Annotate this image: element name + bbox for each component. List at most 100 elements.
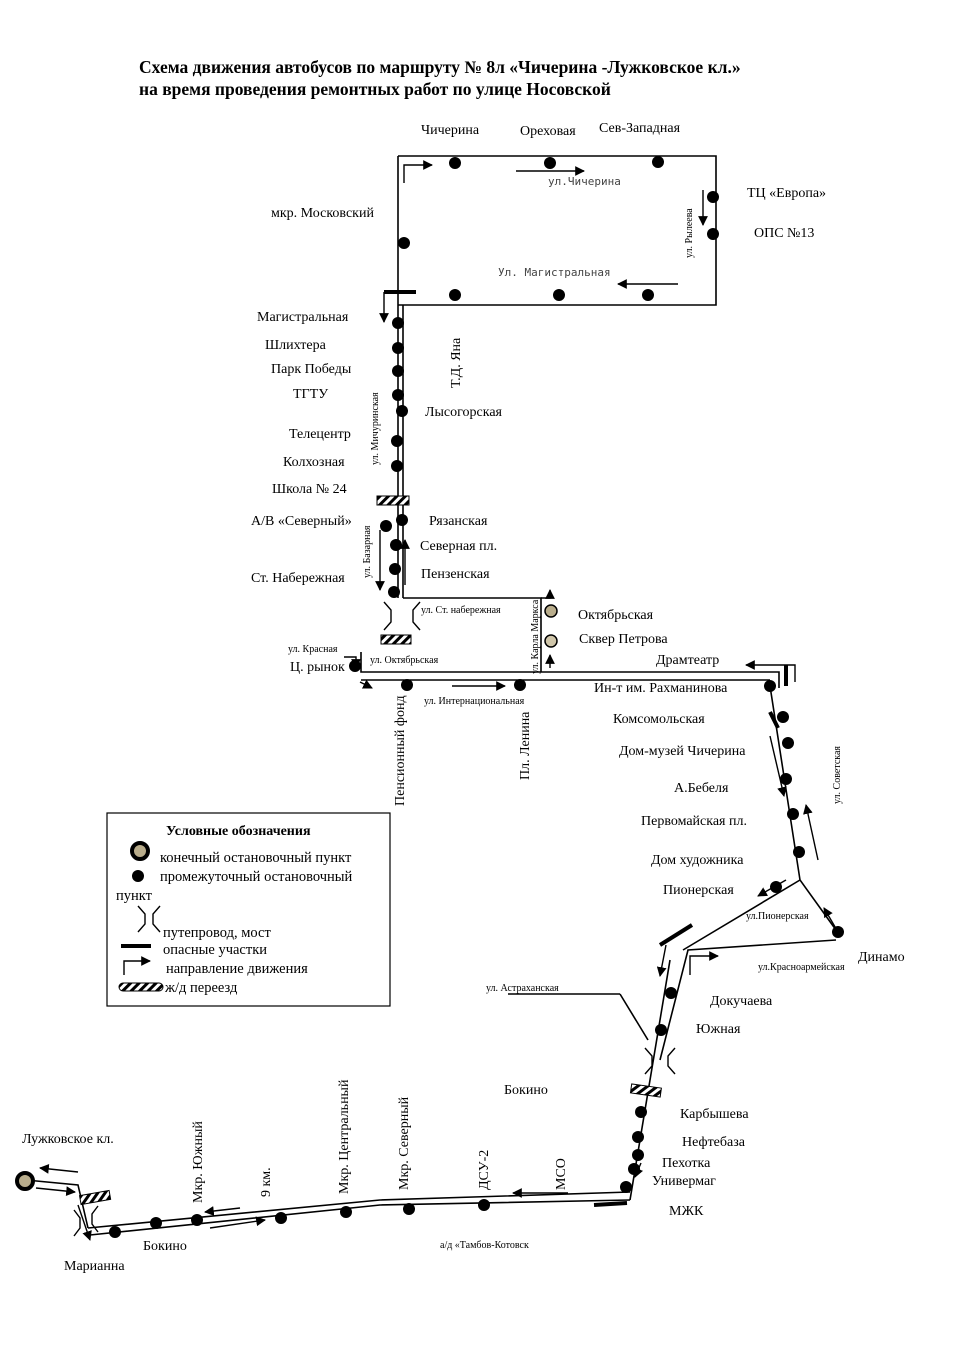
stop-dot-severnaya-pl	[390, 539, 402, 551]
railway-crossing-marianna	[78, 1189, 112, 1206]
stop-dot-a-bebelya	[780, 773, 792, 785]
arrow-dramteatr	[745, 660, 796, 682]
stop-dot-9km	[275, 1212, 287, 1224]
stop-label-dokuchaeva: Докучаева	[710, 994, 773, 1009]
street-labels: ул.Чичерина Ул. Магистральная ул. Рылеев…	[288, 175, 845, 1251]
stop-dot-univermag	[628, 1163, 640, 1175]
stop-label-magistralnaya: Магистральная	[257, 310, 349, 325]
legend-intermediate-text-1: промежуточный остановочный	[160, 869, 352, 885]
stop-dot-lysogorskaya	[396, 405, 408, 417]
railway-crossing-shkola	[376, 495, 410, 506]
stop-dot-sev-zapadnaya	[652, 156, 664, 168]
stop-dot-marianna	[109, 1226, 121, 1238]
bridges	[73, 601, 676, 1237]
stop-label-marianna: Марианна	[64, 1259, 125, 1274]
arrow-marianna	[77, 1204, 92, 1241]
terminal-luzhkovskoe	[15, 1171, 35, 1191]
stop-label-skver-petrova: Сквер Петрова	[579, 632, 668, 647]
stop-dot-dinamo	[832, 926, 844, 938]
legend-stop-icon	[132, 870, 144, 882]
street-label-magistralnaya: Ул. Магистральная	[498, 266, 611, 279]
stop-label-pionerskaya: Пионерская	[663, 883, 734, 898]
stop-label-pekhotka: Пехотка	[662, 1156, 711, 1171]
stop-label-dinamo: Динамо	[858, 950, 905, 965]
stop-label-mzhk: МЖК	[669, 1204, 704, 1219]
stop-dot-komsomolskaya	[777, 711, 789, 723]
stop-label-chicherina: Чичерина	[421, 123, 480, 138]
stop-label-oktyabrskaya: Октябрьская	[578, 608, 654, 623]
stop-label-shkola24: Школа № 24	[272, 482, 347, 497]
bridge-astrakhanskaya	[644, 1047, 676, 1075]
stop-dot-pionerskaya	[770, 881, 782, 893]
stop-label-st-naberezhnaya: Ст. Набережная	[251, 571, 345, 586]
stop-label-ops13: ОПС №13	[754, 226, 814, 241]
terminal-oktyabrskaya	[544, 604, 558, 618]
stop-dot-mzhk	[620, 1181, 632, 1193]
danger-pionerskaya	[658, 923, 694, 947]
stop-dot-magistralnaya-3	[642, 289, 654, 301]
stop-dot-dom-muzei	[782, 737, 794, 749]
stop-label-shlikhtera: Шлихтера	[265, 338, 327, 353]
stop-label-dsu2: ДСУ-2	[477, 1150, 492, 1190]
stop-dot-orekhovaya	[544, 157, 556, 169]
stop-label-pervomaiskaya: Первомайская пл.	[641, 814, 747, 829]
street-label-michurinskaya: ул. Мичуринская	[370, 392, 381, 465]
terminal-stops	[15, 604, 558, 1191]
route-krasnoarmeiskaya	[659, 939, 837, 1061]
stop-label-av-severny: А/В «Северный»	[251, 514, 352, 529]
arrow-oktyabrskaya	[359, 679, 373, 689]
street-label-astrakhanskaya: ул. Астраханская	[486, 983, 559, 994]
stop-label-tc-evropa: ТЦ «Европа»	[747, 186, 826, 201]
street-label-tambov-kotovsk: а/д «Тамбов-Котовск	[440, 1240, 529, 1251]
legend-bridge-icon	[137, 905, 161, 933]
route-to-terminal	[25, 1179, 89, 1229]
stop-markers	[109, 156, 844, 1238]
stop-label-c-rynok: Ц. рынок	[290, 660, 345, 675]
stop-label-neftebaza: Нефтебаза	[682, 1135, 746, 1150]
street-label-krasnaya: ул. Красная	[288, 644, 338, 655]
stop-dot-neftebaza	[632, 1131, 644, 1143]
stop-dot-karbysheva	[635, 1106, 647, 1118]
street-label-sovetskaya: ул. Советская	[832, 746, 843, 804]
stop-label-sev-zapadnaya: Сев-Западная	[599, 121, 681, 136]
stop-label-pensionny-fond: Пенсионный фонд	[393, 695, 408, 806]
stop-dot-telecentr	[391, 435, 403, 447]
bridge-marianna	[73, 1205, 99, 1237]
stop-dot-dom-khudozhnika	[793, 846, 805, 858]
legend-danger-text: опасные участки	[163, 942, 267, 958]
stop-dot-magistralnaya	[392, 317, 404, 329]
stop-dot-int-rakhmaninova	[764, 680, 776, 692]
stop-dot-tgtu	[392, 389, 404, 401]
stop-dot-av-severny	[380, 520, 392, 532]
street-label-internacionalnaya: ул. Интернациональная	[424, 696, 525, 707]
stop-dot-kolkhoznaya	[391, 460, 403, 472]
arrow-mkr-yuzhny	[204, 1206, 241, 1216]
street-label-karla-marksa: ул. Карла Маркса	[530, 599, 541, 674]
stop-label-univermag: Универмаг	[652, 1174, 716, 1189]
arrow-highway-east	[209, 1216, 266, 1229]
street-label-krasnoarmeiskaya: ул.Красноармейская	[758, 962, 845, 973]
terminal-skver-petrova	[544, 634, 558, 648]
stop-dot-shlikhtera	[392, 342, 404, 354]
title-line-1: Схема движения автобусов по маршруту № 8…	[139, 57, 741, 77]
stop-label-td-yana: Т.Д. Яна	[449, 337, 464, 388]
street-label-ryleeva: ул. Рылеева	[684, 208, 695, 258]
stop-dot-penzenskaya	[389, 563, 401, 575]
legend-terminal-text: конечный остановочный пункт	[160, 850, 352, 866]
danger-sovetskaya	[768, 711, 780, 729]
legend-direction-icon	[123, 956, 151, 975]
arrow-krasnoarmeiskaya	[689, 951, 719, 975]
stop-label-9km: 9 км.	[259, 1167, 274, 1197]
legend-bridge-text: путепровод, мост	[163, 925, 271, 941]
stop-label-mso: МСО	[554, 1158, 569, 1190]
route-highway-2	[87, 1191, 631, 1229]
stop-label-dom-khudozhnika: Дом художника	[651, 853, 744, 868]
stop-dot-mkr-yuzhny	[191, 1214, 203, 1226]
railway-crossing-naberezhnaya	[380, 634, 412, 645]
bridge-naberezhnaya	[383, 601, 421, 631]
stop-label-bokino: Бокино	[143, 1239, 187, 1254]
legend-railway-icon	[118, 982, 164, 992]
stop-dot-park-pobedy	[392, 365, 404, 377]
danger-mzhk	[593, 1201, 628, 1207]
